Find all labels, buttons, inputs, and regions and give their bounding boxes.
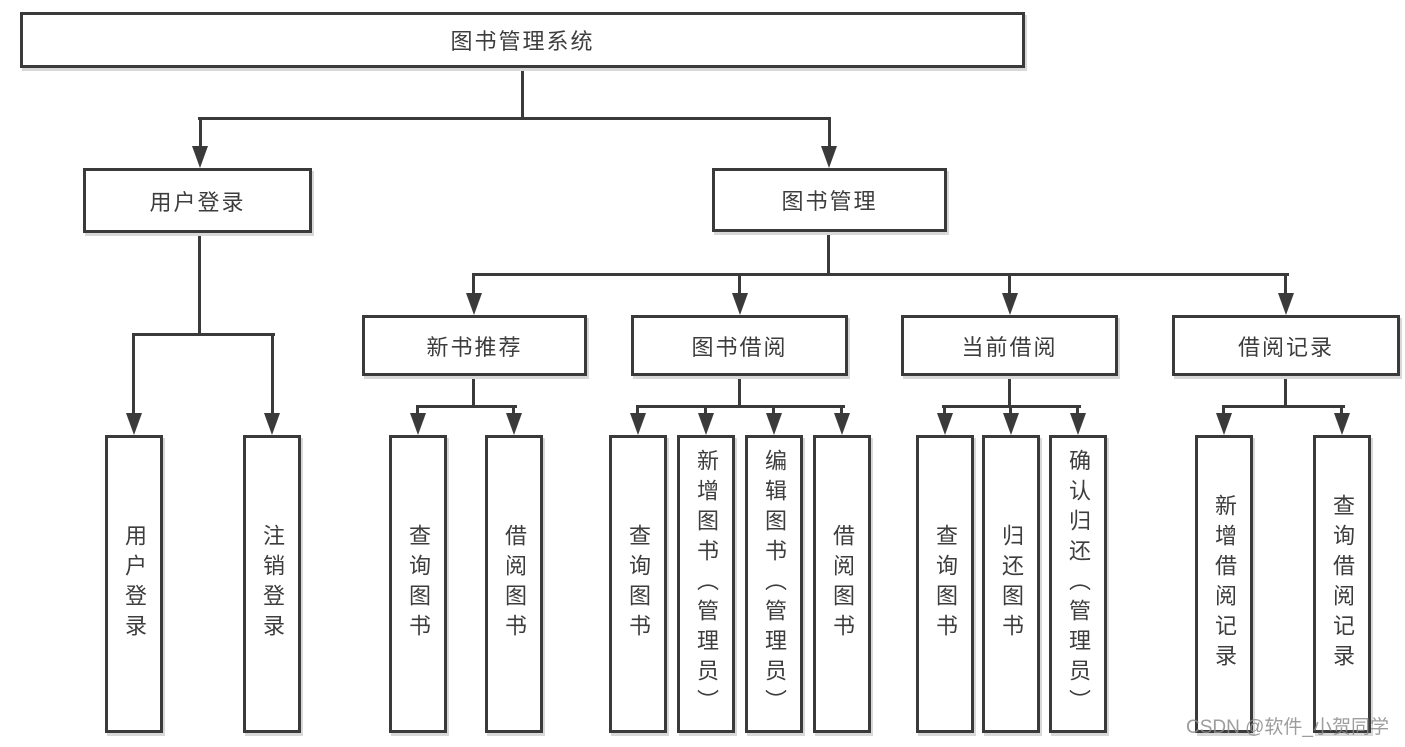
connector-level1-branch (198, 117, 831, 120)
arrow-down-icon (698, 413, 714, 435)
connector-leaf-drop (1076, 408, 1079, 415)
arrow-down-icon (1070, 413, 1086, 435)
arrow-down-icon (506, 413, 522, 435)
node-root: 图书管理系统 (20, 12, 1025, 68)
connector-leaf-drop (271, 336, 274, 413)
connector-leaf-drop (772, 408, 775, 415)
leaf-label: 新增图书（管理员） (694, 449, 719, 719)
leaf-label: 查询借阅记录 (1330, 494, 1355, 674)
connector-leaf-drop (704, 408, 707, 415)
connector-user-login-drop (199, 119, 202, 146)
connector-leaf-drop (636, 408, 639, 415)
node-current-borrowing: 当前借阅 (901, 315, 1118, 376)
arrow-down-icon (192, 146, 208, 168)
node-book-management-label: 图书管理 (781, 189, 878, 214)
node-borrowing-records: 借阅记录 (1172, 315, 1400, 376)
connector-level2-drop (738, 276, 741, 293)
node-new-book-recommend-label: 新书推荐 (426, 334, 523, 360)
connector-leaf-branch (942, 405, 1081, 408)
leaf-logout: 注销登录 (243, 435, 301, 733)
node-current-borrowing-label: 当前借阅 (961, 334, 1058, 360)
csdn-watermark: CSDN @软件_小贺同学 (1186, 717, 1389, 738)
connector-leaf-drop (1340, 408, 1343, 415)
arrow-down-icon (937, 413, 953, 435)
arrow-down-icon (126, 413, 142, 435)
connector-leaf-branch (1222, 405, 1345, 408)
leaf-query-books-current: 查询图书 (916, 435, 974, 733)
arrow-down-icon (1216, 413, 1232, 435)
leaf-query-books-recommend: 查询图书 (389, 435, 447, 733)
connector-level2-drop (1008, 276, 1011, 293)
node-root-label: 图书管理系统 (450, 29, 595, 54)
node-book-management: 图书管理 (712, 168, 947, 232)
connector-book-mgmt-drop (828, 119, 831, 146)
connector-leaf-branch (636, 405, 845, 408)
connector-leaf-drop (1009, 408, 1012, 415)
connector-leaf-drop (512, 408, 515, 415)
connector-user-login-branch (132, 333, 275, 336)
leaf-borrow-books-borrowing: 借阅图书 (813, 435, 871, 733)
leaf-borrow-books-recommend: 借阅图书 (485, 435, 543, 733)
node-user-login: 用户登录 (83, 168, 312, 233)
connector-leaf-drop (416, 408, 419, 415)
leaf-query-books-borrowing: 查询图书 (609, 435, 667, 733)
leaf-label: 借阅图书 (502, 524, 527, 644)
arrow-down-icon (630, 413, 646, 435)
leaf-label: 用户登录 (122, 524, 147, 644)
connector-leaf-branch (416, 405, 517, 408)
node-book-borrowing: 图书借阅 (631, 315, 848, 376)
connector-leaf-drop (840, 408, 843, 415)
connector-node-stem (472, 376, 475, 405)
leaf-add-book-admin: 新增图书（管理员） (677, 435, 735, 733)
connector-user-login-stem (198, 233, 201, 333)
connector-leaf-drop (1222, 408, 1225, 415)
connector-node-stem (738, 376, 741, 405)
leaf-confirm-return-admin: 确认归还（管理员） (1049, 435, 1107, 733)
connector-level2-branch (472, 273, 1289, 276)
node-borrowing-records-label: 借阅记录 (1237, 334, 1334, 360)
connector-node-stem (1284, 376, 1287, 405)
arrow-down-icon (766, 413, 782, 435)
arrow-down-icon (410, 413, 426, 435)
connector-leaf-drop (943, 408, 946, 415)
arrow-down-icon (1334, 413, 1350, 435)
leaf-add-borrow-record: 新增借阅记录 (1195, 435, 1253, 733)
arrow-down-icon (821, 146, 837, 168)
leaf-edit-book-admin: 编辑图书（管理员） (745, 435, 803, 733)
arrow-down-icon (466, 293, 482, 315)
leaf-user-login: 用户登录 (105, 435, 163, 733)
leaf-label: 查询图书 (626, 524, 651, 644)
arrow-down-icon (1002, 293, 1018, 315)
leaf-label: 借阅图书 (830, 524, 855, 644)
leaf-label: 编辑图书（管理员） (762, 449, 787, 719)
leaf-label: 查询图书 (406, 524, 431, 644)
arrow-down-icon (834, 413, 850, 435)
node-book-borrowing-label: 图书借阅 (691, 334, 788, 360)
leaf-label: 确认归还（管理员） (1066, 449, 1091, 719)
leaf-label: 注销登录 (260, 524, 285, 644)
arrow-down-icon (264, 413, 280, 435)
connector-leaf-drop (132, 336, 135, 413)
connector-node-stem (1008, 376, 1011, 405)
connector-book-mgmt-stem (827, 232, 830, 273)
connector-level2-drop (472, 276, 475, 293)
leaf-label: 新增借阅记录 (1212, 494, 1237, 674)
leaf-query-borrow-record: 查询借阅记录 (1313, 435, 1371, 733)
connector-level2-drop (1284, 276, 1287, 293)
arrow-down-icon (1003, 413, 1019, 435)
arrow-down-icon (1278, 293, 1294, 315)
connector-root-stem (521, 67, 524, 118)
leaf-label: 归还图书 (999, 524, 1024, 644)
leaf-return-books: 归还图书 (982, 435, 1040, 733)
node-new-book-recommend: 新书推荐 (362, 315, 587, 376)
node-user-login-label: 用户登录 (149, 189, 246, 215)
arrow-down-icon (732, 293, 748, 315)
leaf-label: 查询图书 (933, 524, 958, 644)
